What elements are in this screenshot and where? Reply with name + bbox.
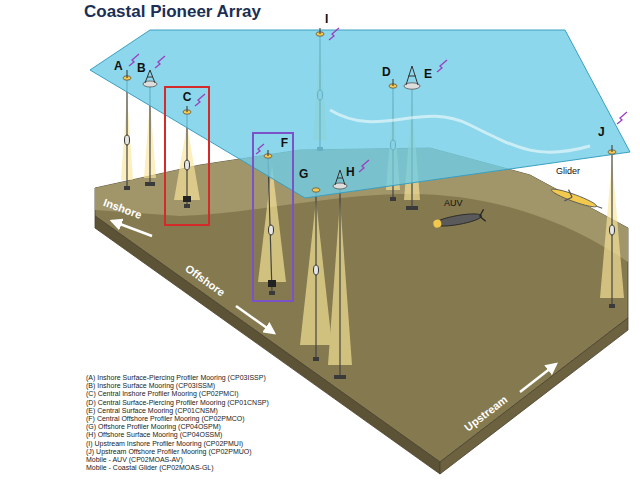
key-entry: (D) Central Surface-Piercing Profiler Mo… [86, 399, 269, 407]
vehicle-label: AUV [444, 198, 463, 208]
buoys [123, 32, 616, 192]
vehicle-label: Glider [556, 166, 580, 176]
glider-body [550, 187, 597, 210]
telemetry-bolt [256, 144, 264, 154]
telemetry-bolt [155, 56, 165, 68]
callout-letter: B [137, 62, 146, 76]
auv [432, 209, 485, 230]
auv-nose [433, 219, 442, 228]
sea-surface [90, 30, 630, 198]
key-entry: (G) Offshore Profiler Mooring (CP04OSPM) [86, 423, 221, 431]
callout-letter: C [170, 90, 204, 104]
seafloor-right-face [440, 318, 628, 474]
subsurface-float [268, 280, 276, 287]
telemetry-bolt [359, 160, 369, 172]
key-entry: Mobile - AUV (CP02MOAS-AV) [86, 456, 183, 464]
callout-letter: J [598, 126, 605, 140]
offshore-arrow [236, 306, 274, 333]
buoy-tower [145, 70, 155, 83]
buoy-tower [406, 66, 418, 85]
mast [393, 79, 394, 86]
buoy-masts [127, 28, 612, 185]
telemetry-bolt [617, 112, 627, 124]
telemetry-bolt [195, 94, 205, 106]
callout-letter: A [114, 60, 123, 74]
callout-letter: H [346, 166, 355, 180]
profiler [125, 135, 130, 145]
anchor [145, 182, 155, 186]
glider-wings [564, 190, 574, 203]
key-entry: (I) Upstream Inshore Profiler Mooring (C… [86, 440, 243, 448]
profiler [185, 160, 190, 170]
telemetry-bolt [329, 28, 339, 40]
profiler [314, 265, 319, 275]
subsurface-float [183, 196, 191, 202]
callout-letter: F [258, 136, 288, 150]
key-entry: (B) Inshore Surface Mooring (CP03ISSM) [86, 382, 215, 390]
glider-tail [596, 206, 603, 208]
anchor [334, 375, 346, 379]
buoy [312, 188, 320, 192]
profiler [610, 225, 615, 235]
diagram-title: Coastal Pioneer Array [84, 2, 261, 22]
highlight-box: C [164, 86, 210, 226]
callout-letter: I [325, 13, 328, 27]
mooring-wire [339, 188, 340, 376]
key-entry: (H) Offshore Surface Mooring (CP04OSSM) [86, 431, 222, 439]
glider [549, 184, 604, 214]
key-entry: (E) Central Surface Mooring (CP01CNSM) [86, 407, 218, 415]
key-entry: (A) Inshore Surface-Piercing Profiler Mo… [86, 374, 266, 382]
glider-track [330, 110, 590, 152]
buoy-tower [335, 170, 345, 185]
auv-body [434, 211, 483, 228]
callout-letter: E [424, 68, 432, 82]
callout-letter: G [299, 168, 308, 182]
callout-letter: D [382, 66, 391, 80]
inshore-arrow [112, 221, 152, 236]
key-entry: (J) Upstream Offshore Profiler Mooring (… [86, 448, 252, 456]
anchor [406, 206, 418, 210]
auv-fins [479, 209, 486, 222]
anchor [390, 197, 396, 201]
mooring-wire [126, 80, 127, 188]
highlight-box: F [252, 132, 294, 302]
anchor [124, 186, 130, 190]
anchor [184, 204, 190, 208]
mast [187, 106, 188, 112]
telemetry-bolts [129, 28, 627, 172]
upstream-arrow [520, 364, 556, 392]
anchor [313, 357, 319, 361]
anchor [609, 304, 615, 308]
telemetry-bolt [437, 60, 447, 72]
anchor [269, 291, 275, 295]
mast [320, 28, 321, 34]
key-entry: Mobile - Coastal Glider (CP02MOAS-GL) [86, 464, 214, 472]
mast [268, 150, 269, 156]
key-entry: (F) Central Offshore Profiler Mooring (C… [86, 415, 245, 423]
mast [127, 70, 128, 78]
key-entry: (C) Central Inshore Profiler Mooring (CP… [86, 390, 239, 398]
mast [612, 145, 613, 152]
profiler [269, 225, 274, 235]
